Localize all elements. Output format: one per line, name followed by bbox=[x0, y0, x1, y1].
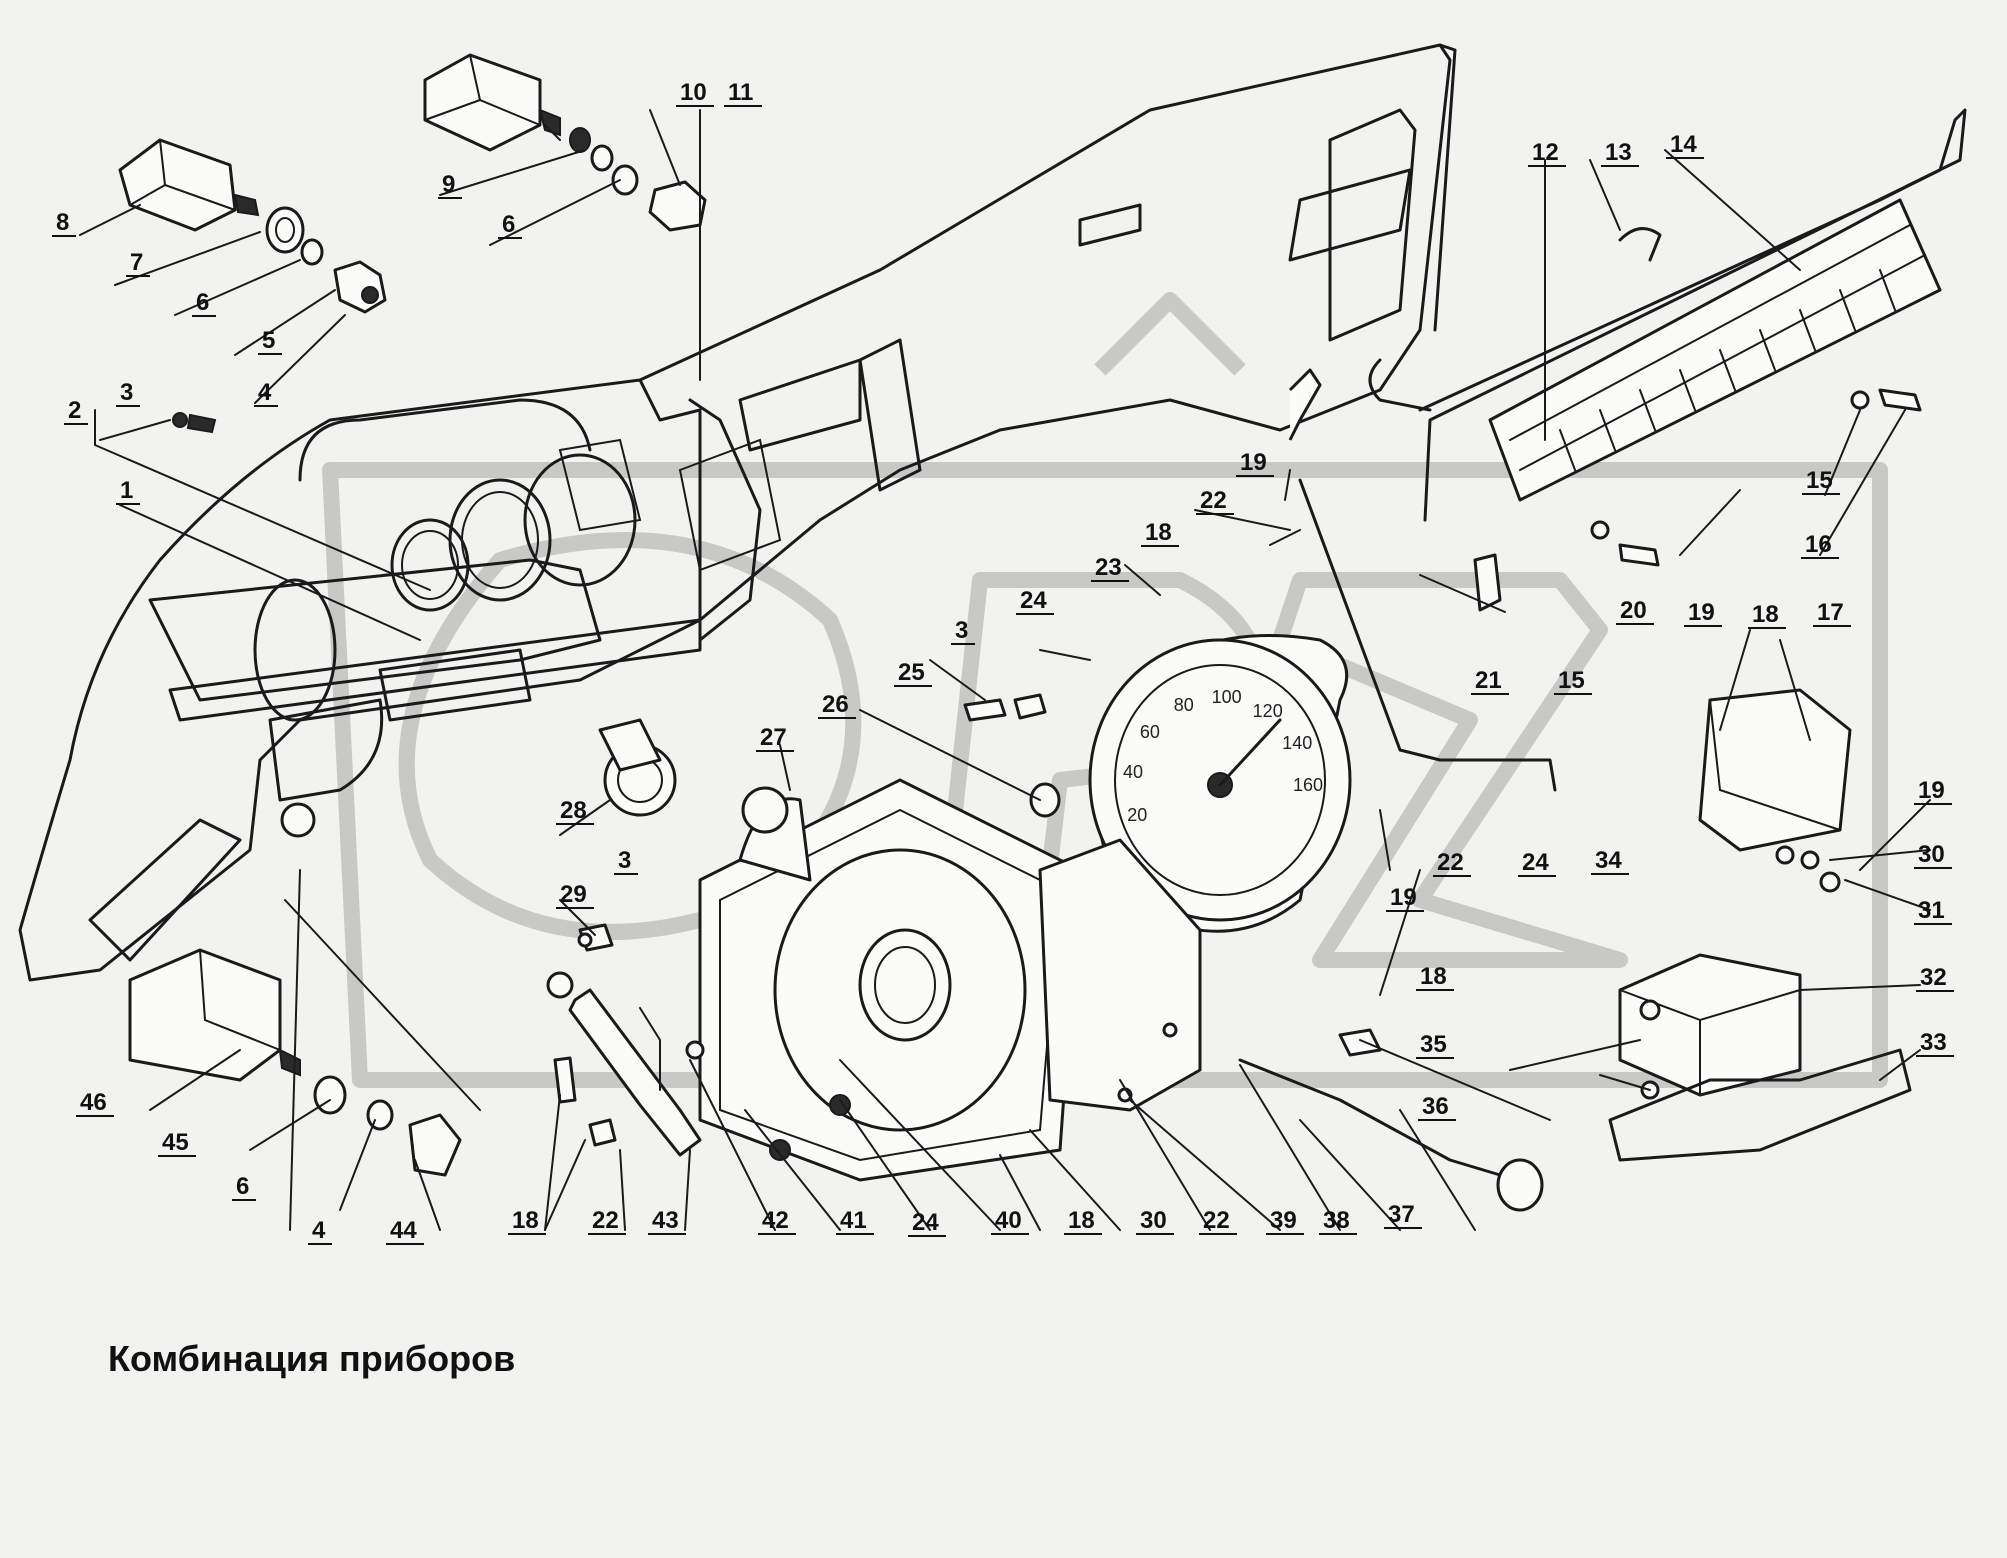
callout-c2: 2 bbox=[68, 397, 81, 424]
callout-c33: 33 bbox=[1920, 1029, 1947, 1056]
callout-c30a: 30 bbox=[1918, 841, 1945, 868]
diagram-caption: Комбинация приборов bbox=[108, 1338, 516, 1379]
callout-c25: 25 bbox=[898, 659, 925, 686]
callout-c14: 14 bbox=[1670, 131, 1697, 158]
callout-c6a: 6 bbox=[196, 289, 209, 316]
speedometer-scale-label: 20 bbox=[1127, 805, 1147, 825]
callout-c36: 36 bbox=[1422, 1093, 1449, 1120]
callout-c15a: 15 bbox=[1806, 467, 1833, 494]
callout-c3c: 3 bbox=[618, 847, 631, 874]
callout-c24a: 24 bbox=[1020, 587, 1047, 614]
callout-c26: 26 bbox=[822, 691, 849, 718]
callout-c10: 10 bbox=[680, 79, 707, 106]
callout-c39: 39 bbox=[1270, 1207, 1297, 1234]
callout-c38: 38 bbox=[1323, 1207, 1350, 1234]
speedometer-scale-label: 140 bbox=[1282, 733, 1312, 753]
callout-c18c: 18 bbox=[1420, 963, 1447, 990]
fuse-block bbox=[1368, 108, 1967, 612]
callout-c20: 20 bbox=[1620, 597, 1647, 624]
callout-c40: 40 bbox=[995, 1207, 1022, 1234]
callout-c22d: 22 bbox=[1203, 1207, 1230, 1234]
callout-c19a: 19 bbox=[1240, 449, 1267, 476]
callout-c22c: 22 bbox=[592, 1207, 619, 1234]
callout-c12: 12 bbox=[1532, 139, 1559, 166]
callout-c32: 32 bbox=[1920, 964, 1947, 991]
callout-c24b: 24 bbox=[1522, 849, 1549, 876]
callout-c3b: 3 bbox=[955, 617, 968, 644]
callout-c7: 7 bbox=[130, 249, 143, 276]
misc-parts bbox=[128, 368, 1912, 1212]
callout-c15b: 15 bbox=[1558, 667, 1585, 694]
callout-c4a: 4 bbox=[258, 379, 272, 406]
callout-c1: 1 bbox=[120, 477, 133, 504]
instrument-cluster bbox=[698, 778, 1202, 1182]
callout-c37: 37 bbox=[1388, 1201, 1415, 1228]
callout-c35: 35 bbox=[1420, 1031, 1447, 1058]
callout-c24c: 24 bbox=[912, 1209, 939, 1236]
callout-c27: 27 bbox=[760, 724, 787, 751]
switch-parts-top-left bbox=[118, 53, 707, 434]
callout-c9: 9 bbox=[442, 171, 455, 198]
dashboard-panel bbox=[18, 43, 1457, 982]
callout-c18b: 18 bbox=[1752, 601, 1779, 628]
speedometer-scale-label: 60 bbox=[1140, 722, 1160, 742]
callout-c43: 43 bbox=[652, 1207, 679, 1234]
callout-c8: 8 bbox=[56, 209, 69, 236]
callout-c19d: 19 bbox=[1390, 884, 1417, 911]
callout-c19c: 19 bbox=[1918, 777, 1945, 804]
callout-c6c: 6 bbox=[236, 1173, 249, 1200]
callout-c18d: 18 bbox=[512, 1207, 539, 1234]
callout-c46: 46 bbox=[80, 1089, 107, 1116]
callout-c19b: 19 bbox=[1688, 599, 1715, 626]
callout-c30b: 30 bbox=[1140, 1207, 1167, 1234]
speedometer-scale-label: 160 bbox=[1293, 775, 1323, 795]
callout-c21: 21 bbox=[1475, 667, 1502, 694]
callout-c22b: 22 bbox=[1437, 849, 1464, 876]
speedometer-scale-label: 80 bbox=[1174, 695, 1194, 715]
callout-c11: 11 bbox=[728, 79, 753, 106]
callout-c34: 34 bbox=[1595, 847, 1622, 874]
callout-c17: 17 bbox=[1817, 599, 1844, 626]
speedometer-scale-label: 120 bbox=[1253, 701, 1283, 721]
callout-c18a: 18 bbox=[1145, 519, 1172, 546]
callout-c45: 45 bbox=[162, 1129, 189, 1156]
speedometer-scale-label: 40 bbox=[1123, 762, 1143, 782]
callout-c5: 5 bbox=[262, 327, 275, 354]
callout-c23: 23 bbox=[1095, 554, 1122, 581]
callout-c44: 44 bbox=[390, 1217, 417, 1244]
callout-c16: 16 bbox=[1805, 531, 1832, 558]
callout-c22a: 22 bbox=[1200, 487, 1227, 514]
callout-c4b: 4 bbox=[312, 1217, 326, 1244]
callout-c3a: 3 bbox=[120, 379, 133, 406]
callout-c13: 13 bbox=[1605, 139, 1632, 166]
callout-c31: 31 bbox=[1918, 897, 1945, 924]
callout-c6b: 6 bbox=[502, 211, 515, 238]
speedometer-gauge: 20 40 60 80 100 120 140 160 bbox=[1088, 634, 1352, 933]
speedometer-scale-label: 100 bbox=[1212, 687, 1242, 707]
callout-c28: 28 bbox=[560, 797, 587, 824]
callout-c18e: 18 bbox=[1068, 1207, 1095, 1234]
callout-c42: 42 bbox=[762, 1207, 789, 1234]
callout-c41: 41 bbox=[840, 1207, 867, 1234]
callout-c29: 29 bbox=[560, 881, 587, 908]
speedometer-scale: 20 40 60 80 100 120 140 160 bbox=[1123, 687, 1323, 825]
